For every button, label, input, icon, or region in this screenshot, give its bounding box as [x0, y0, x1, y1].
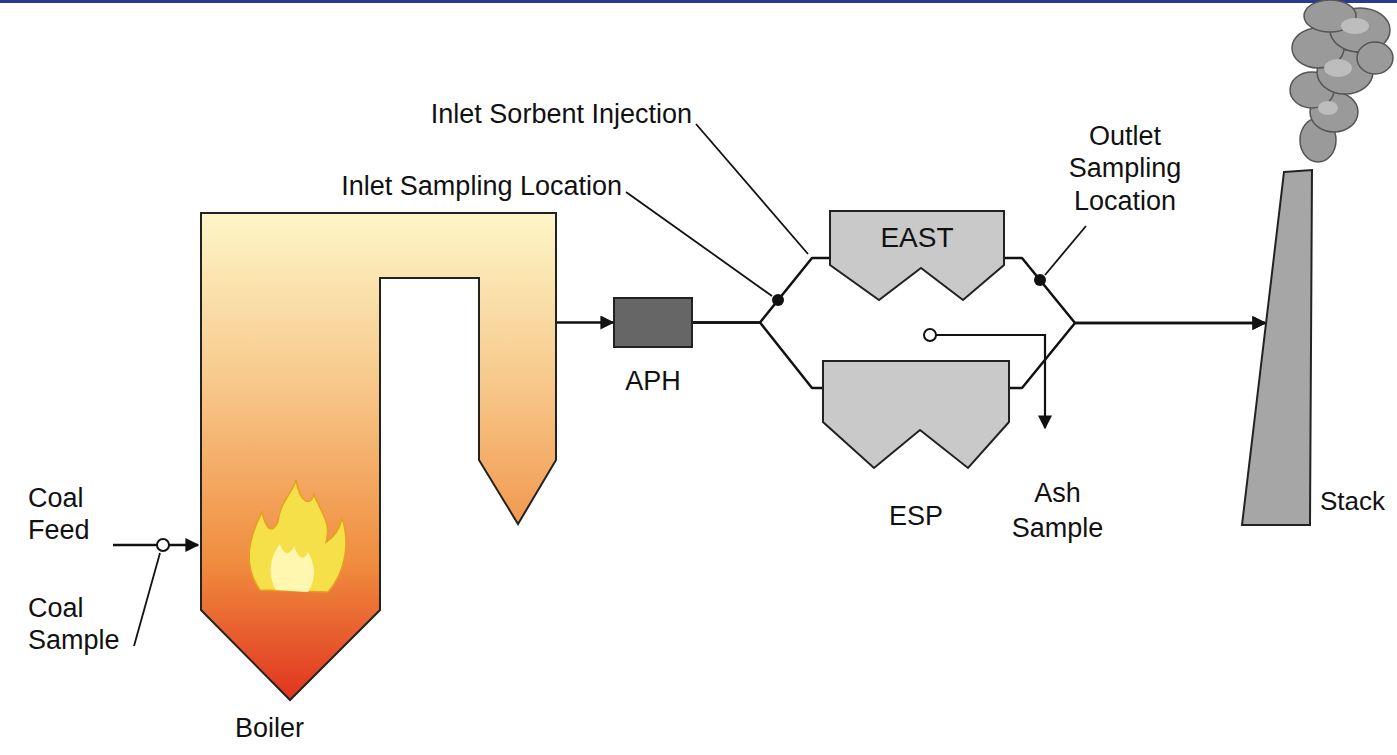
smoke-highlight: [1318, 18, 1369, 115]
east-precipitator: EAST: [829, 210, 1005, 302]
node-label: EAST: [829, 210, 1005, 265]
node-label: Boiler: [235, 712, 304, 744]
inlet-sampling-label: Inlet Sampling Location: [341, 170, 622, 202]
flue-gas-duct: [693, 323, 822, 389]
air-preheater-outline: [613, 297, 693, 348]
esp-precipitator-outline: [822, 360, 1010, 472]
ash-sample-point: [924, 329, 936, 341]
inlet-sorbent-label: Inlet Sorbent Injection: [431, 98, 692, 130]
node-label: ESP: [822, 500, 1010, 532]
stack-outline: [1240, 168, 1316, 528]
flue-gas-duct: [1005, 258, 1265, 323]
inlet-sampling-leader: [626, 192, 772, 296]
node-label: APH: [613, 365, 693, 397]
air-preheater: APH: [613, 297, 693, 348]
stack: Stack: [1240, 168, 1316, 528]
outlet-sampling-label: Outlet Sampling Location: [1050, 120, 1200, 217]
boiler-outline: [200, 212, 557, 752]
ash-sample-label: Ash Sample: [995, 476, 1120, 546]
coal-sample-label: Coal Sample: [28, 592, 138, 657]
smoke-plume: [1290, 0, 1393, 162]
boiler: Boiler: [200, 212, 557, 752]
inlet-sorbent-leader: [696, 124, 808, 254]
flue-gas-duct: [693, 258, 829, 323]
flue-gas-duct: [557, 321, 613, 324]
esp-precipitator: ESP: [822, 360, 1010, 472]
coal-sample-point: [157, 539, 169, 551]
coal-feed-line: [113, 544, 198, 547]
outlet-sampling-leader: [1045, 226, 1086, 275]
top-rule: [0, 0, 1397, 3]
coal-sample-leader: [134, 553, 160, 646]
node-label: Stack: [1320, 486, 1385, 517]
outlet-sampling-dot: [1034, 274, 1046, 286]
coal-feed-label: Coal Feed: [28, 482, 112, 547]
flue-gas-duct: [1010, 323, 1265, 388]
inlet-sampling-dot: [772, 294, 784, 306]
